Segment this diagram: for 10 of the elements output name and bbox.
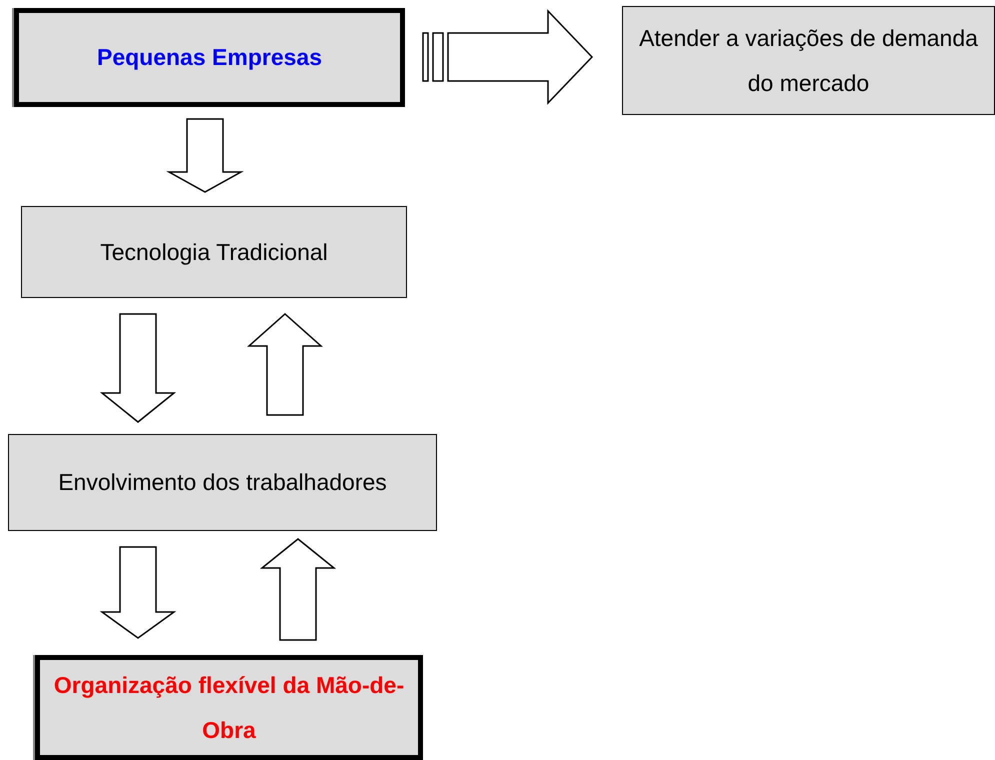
node-label: Atender a variações de demanda do mercado [638,24,979,98]
process-box [622,6,995,115]
node-label: Organização flexível da Mão-de-Obra [52,670,406,744]
node-label: Envolvimento dos trabalhadores [58,468,387,498]
highlighted-box [35,655,423,760]
process-box [8,434,437,531]
node-label: Pequenas Empresas [96,43,322,72]
process-box [21,206,407,298]
highlighted-box [14,8,405,107]
node-label: Tecnologia Tradicional [100,238,328,267]
